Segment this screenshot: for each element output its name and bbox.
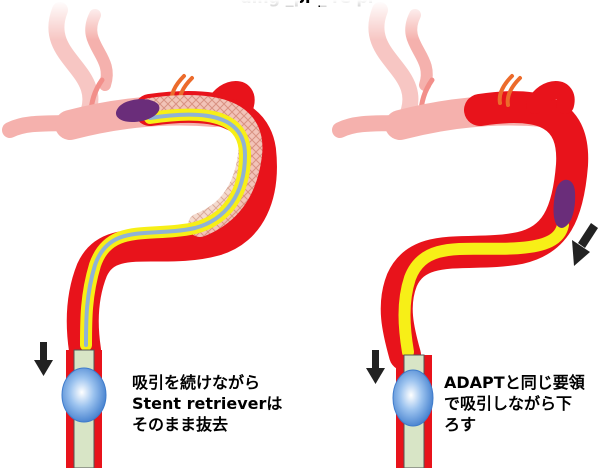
caption-line: ろす [444, 414, 585, 435]
down-arrow-icon [34, 342, 53, 376]
right-top-fade [320, 0, 616, 40]
right-panel-caption: ADAPTと同じ要領 で吸引しながら下 ろす [444, 372, 585, 435]
right-main-vessel [397, 107, 572, 355]
left-sheath [62, 350, 106, 468]
caption-line: そのまま抜去 [132, 414, 282, 435]
left-balloon [62, 368, 106, 422]
left-panel-caption: 吸引を続けながら Stent retrieverは そのまま抜去 [132, 372, 282, 435]
left-top-fade [0, 0, 300, 40]
caption-line: 吸引を続けながら [132, 372, 282, 393]
right-balloon [393, 370, 433, 426]
caption-line: Stent retrieverは [132, 393, 282, 414]
down-arrow-icon [366, 350, 385, 384]
down-arrow-icon [572, 223, 598, 266]
caption-line: ADAPTと同じ要領 [444, 372, 585, 393]
caption-line: で吸引しながら下 [444, 393, 585, 414]
right-sheath [393, 355, 433, 468]
